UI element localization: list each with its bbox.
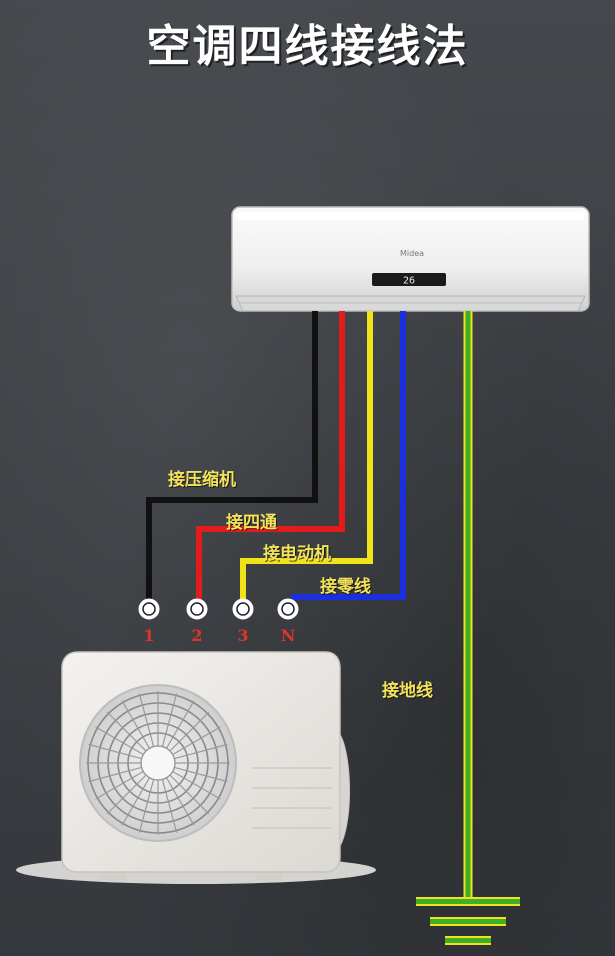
indoor-unit: Midea 26 [231, 206, 590, 312]
label-four-way-valve: 接四通 [226, 513, 277, 533]
label-neutral: 接零线 [320, 577, 371, 597]
label-compressor: 接压缩机 [168, 470, 236, 490]
terminal-block [138, 598, 299, 620]
fan-grille [79, 684, 237, 842]
page-title: 空调四线接线法 [146, 21, 469, 72]
brand-logo: Midea [400, 249, 424, 258]
label-ground: 接地线 [382, 681, 433, 701]
wire-black [146, 311, 318, 602]
svg-text:26: 26 [403, 276, 415, 287]
wire-red [196, 311, 345, 602]
wire-yellow [240, 311, 373, 602]
terminal-number-3: 3 [237, 626, 249, 645]
ground-symbol [416, 897, 520, 945]
display-panel: 26 [372, 273, 446, 287]
terminal-number-n: N [280, 626, 296, 645]
wire-blue [291, 311, 406, 600]
svg-text:Midea: Midea [400, 249, 424, 258]
terminal-number-2: 2 [191, 626, 203, 645]
label-motor: 接电动机 [263, 544, 331, 564]
terminal-number-1: 1 [143, 626, 155, 645]
